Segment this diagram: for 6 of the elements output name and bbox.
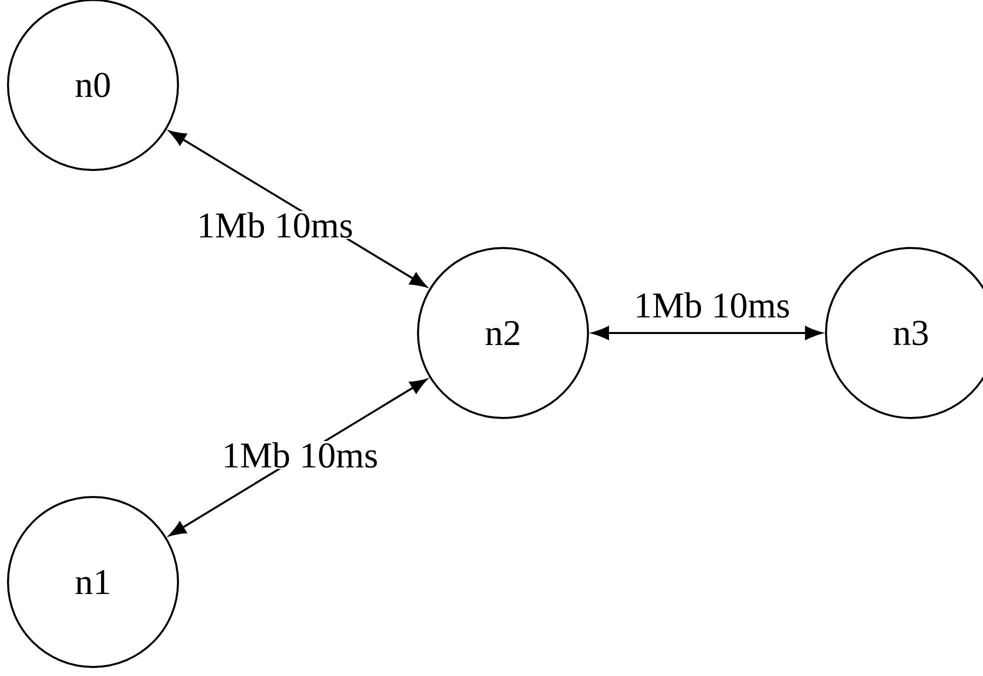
arrow (169, 378, 427, 536)
arrow (592, 326, 822, 340)
edge-label: 1Mb 10ms (220, 441, 380, 469)
arrow (169, 130, 427, 288)
edge-label: 1Mb 10ms (196, 211, 354, 239)
edge-label: 1Mb 10ms (632, 291, 792, 319)
